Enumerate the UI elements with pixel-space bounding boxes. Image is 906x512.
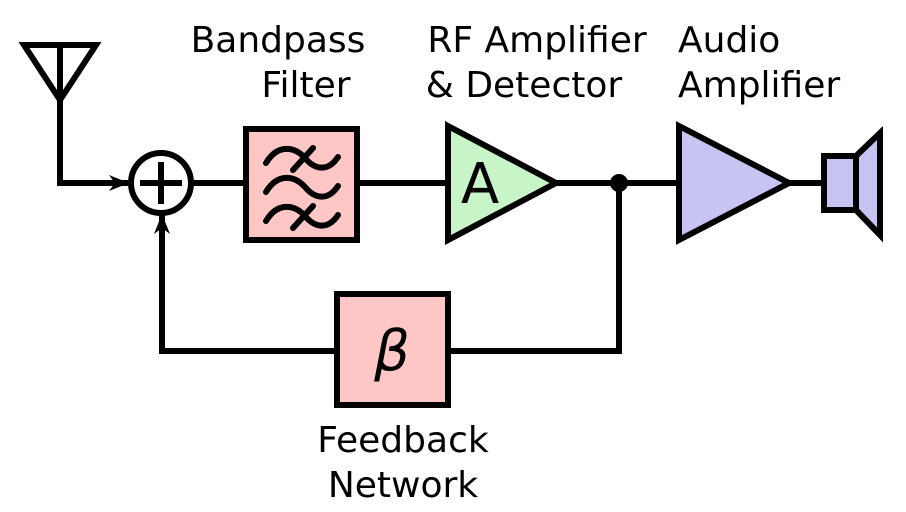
rf-amplifier-symbol: A bbox=[461, 152, 499, 217]
feedback-network-box bbox=[334, 291, 451, 408]
feedback-network-label-line1: Feedback bbox=[317, 420, 489, 461]
bandpass-filter-icon bbox=[263, 145, 341, 231]
bandpass-filter-label-line1: Bandpass bbox=[191, 20, 366, 61]
wire-antenna-to-summer bbox=[57, 100, 129, 191]
wire-junction-to-feedback bbox=[449, 183, 622, 354]
audio-amplifier-label-line2: Amplifier bbox=[678, 65, 840, 106]
feedback-network-label-line2: Network bbox=[328, 465, 478, 506]
audio-amplifier-triangle bbox=[676, 121, 796, 245]
rf-amplifier-triangle bbox=[445, 121, 563, 245]
audio-amplifier-block: Audio Amplifier bbox=[676, 20, 840, 245]
feedback-network-symbol: β bbox=[373, 319, 410, 384]
feedback-network-block: β Feedback Network bbox=[317, 291, 489, 506]
wire-feedback-to-summer bbox=[154, 214, 336, 354]
rf-amplifier-label-line2: & Detector bbox=[426, 65, 623, 106]
rf-amplifier-label-line1: RF Amplifier bbox=[427, 20, 647, 61]
bandpass-filter-label-line2: Filter bbox=[261, 65, 350, 106]
antenna-icon bbox=[18, 42, 102, 106]
summing-junction-icon bbox=[128, 150, 194, 216]
rf-amplifier-block: A RF Amplifier & Detector bbox=[426, 20, 647, 245]
speaker-icon bbox=[821, 125, 883, 243]
bandpass-filter-block: Bandpass Filter bbox=[191, 20, 366, 243]
audio-amplifier-label-line1: Audio bbox=[678, 20, 780, 61]
